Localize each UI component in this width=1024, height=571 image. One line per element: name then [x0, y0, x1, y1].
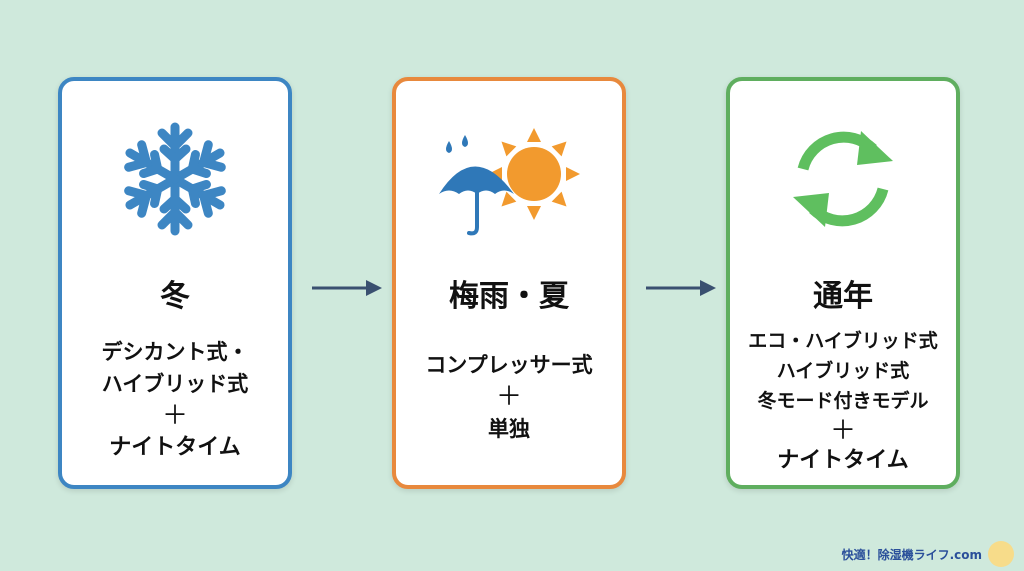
card-line: 単独 [488, 417, 530, 441]
plus-sign: ＋ [495, 382, 522, 412]
card-line: エコ・ハイブリッド式 [748, 330, 938, 352]
card-rainy-summer: 梅雨・夏 コンプレッサー式 ＋ 単独 [392, 77, 626, 489]
umbrella-sun-icon [439, 128, 580, 236]
card-winter: 冬 デシカント式・ ハイブリッド式 ＋ ナイトタイム [58, 77, 292, 489]
card-title: 通年 [813, 279, 873, 314]
card-line: ナイトタイム [777, 448, 909, 473]
card-body: デシカント式・ ハイブリッド式 ＋ ナイトタイム [62, 336, 288, 464]
card-title: 冬 [160, 279, 190, 314]
card-line: コンプレッサー式 [425, 353, 593, 377]
plus-sign: ＋ [161, 401, 188, 431]
recycle-arrows-icon [793, 131, 893, 227]
avatar [988, 541, 1014, 567]
snowflake-icon [120, 122, 230, 239]
plus-sign: ＋ [829, 416, 856, 446]
card-line: ハイブリッド式 [101, 372, 249, 396]
card-line: デシカント式・ [101, 340, 249, 364]
arrow-right-icon [312, 280, 382, 296]
card-all-year: 通年 エコ・ハイブリッド式 ハイブリッド式 冬モード付きモデル ＋ ナイトタイム [726, 77, 960, 489]
card-body: コンプレッサー式 ＋ 単独 [396, 349, 622, 445]
arrow-right-icon [646, 280, 716, 296]
card-line: 冬モード付きモデル [757, 390, 929, 412]
card-body: エコ・ハイブリッド式 ハイブリッド式 冬モード付きモデル ＋ ナイトタイム [730, 326, 956, 476]
card-line: ハイブリッド式 [776, 360, 910, 382]
card-line: ナイトタイム [109, 435, 241, 460]
card-title: 梅雨・夏 [449, 279, 569, 314]
site-credit: 快適！除湿機ライフ.com [841, 548, 982, 562]
